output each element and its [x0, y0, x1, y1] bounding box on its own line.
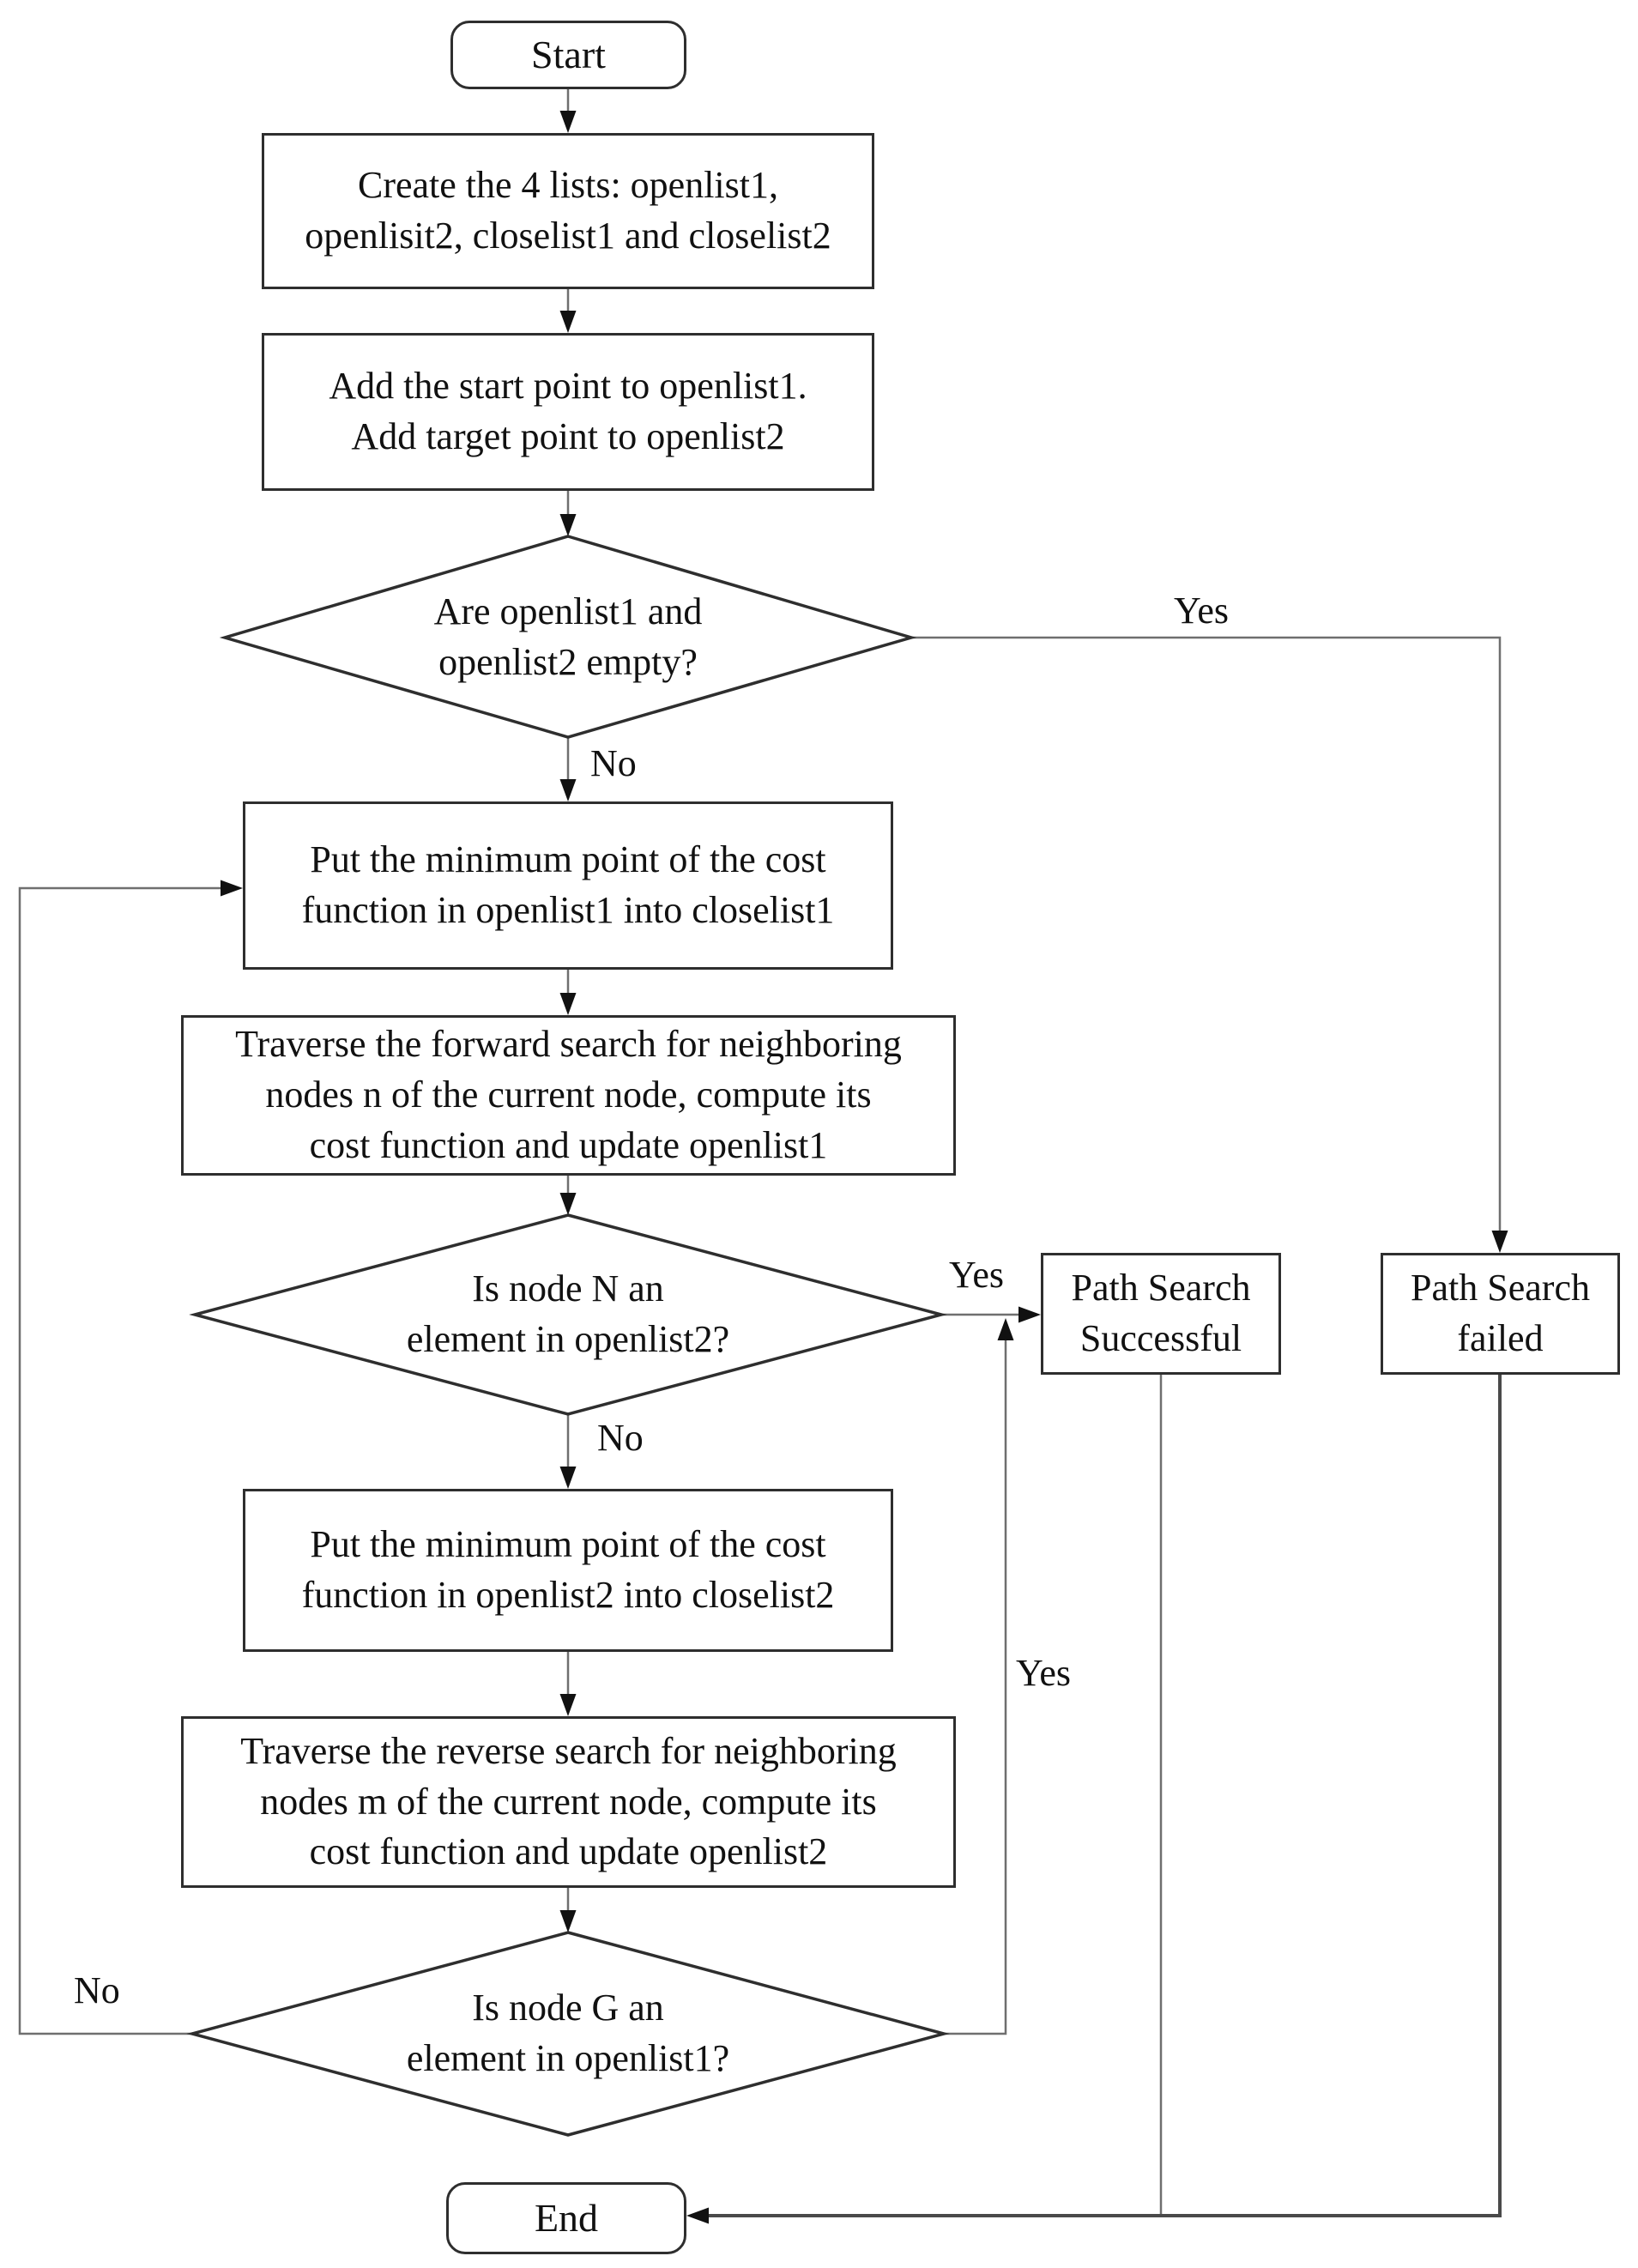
arrow-nodeg-yes-up	[997, 1318, 1014, 1340]
arrow-into-node-g	[559, 1910, 577, 1932]
node-add-points: Add the start point to openlist1. Add ta…	[262, 333, 874, 491]
node-create-lists-label: Create the 4 lists: openlist1, openlisit…	[305, 164, 831, 257]
edge-label-node-n-no: No	[597, 1417, 644, 1459]
node-start-label: Start	[531, 33, 606, 77]
node-traverse-forward-label: Traverse the forward search for neighbor…	[235, 1023, 902, 1166]
decision-node-n-label: Is node N an element in openlist2?	[406, 1267, 730, 1360]
arrow-loop-into-put1	[221, 880, 243, 897]
edge-label-node-n-yes: Yes	[949, 1254, 1005, 1296]
arrow-into-end	[686, 2207, 709, 2224]
node-path-search-successful-label: Path Search Successful	[1071, 1267, 1251, 1359]
node-traverse-forward: Traverse the forward search for neighbor…	[181, 1015, 956, 1176]
arrow-into-node-n	[559, 1193, 577, 1215]
node-path-search-failed-label: Path Search failed	[1411, 1267, 1590, 1359]
arrow-into-empty-check	[559, 514, 577, 536]
edge-label-node-g-no: No	[74, 1969, 120, 2011]
node-end: End	[446, 2182, 686, 2254]
decision-node-g-label: Is node G an element in openlist1?	[406, 1987, 730, 2079]
node-put-min-closelist2: Put the minimum point of the cost functi…	[243, 1489, 893, 1652]
edge-label-node-g-yes: Yes	[1016, 1652, 1072, 1694]
node-create-lists: Create the 4 lists: openlist1, openlisit…	[262, 133, 874, 289]
edge-nodeg-no-loop	[18, 886, 222, 2035]
arrow-into-failed	[1491, 1231, 1508, 1253]
decision-lists-empty-label: Are openlist1 and openlist2 empty?	[433, 590, 703, 683]
node-add-points-label: Add the start point to openlist1. Add ta…	[329, 365, 807, 457]
node-path-search-successful: Path Search Successful	[1041, 1253, 1281, 1375]
node-traverse-reverse: Traverse the reverse search for neighbor…	[181, 1716, 956, 1888]
decision-lists-empty-shape	[219, 535, 917, 739]
arrow-into-put1	[559, 779, 577, 801]
edge-failed-down-to-end	[709, 1375, 1502, 2217]
node-put-min-closelist1-label: Put the minimum point of the cost functi…	[301, 838, 835, 931]
decision-node-n-shape	[189, 1213, 947, 1416]
arrow-into-put2	[559, 1467, 577, 1489]
node-path-search-failed: Path Search failed	[1381, 1253, 1620, 1375]
arrow-into-traverse1	[559, 993, 577, 1015]
edge-empty-yes-to-failed	[911, 636, 1502, 1232]
decision-node-g-shape	[186, 1931, 950, 2137]
node-traverse-reverse-label: Traverse the reverse search for neighbor…	[240, 1729, 897, 1873]
arrow-into-success	[1018, 1306, 1041, 1323]
node-start: Start	[450, 21, 686, 89]
edge-label-lists-empty-yes: Yes	[1174, 590, 1230, 632]
arrow-into-traverse2	[559, 1694, 577, 1716]
arrow-into-create	[559, 111, 577, 133]
edge-nodeg-yes-up	[944, 1340, 1007, 2035]
arrow-into-add	[559, 311, 577, 333]
node-put-min-closelist2-label: Put the minimum point of the cost functi…	[301, 1523, 835, 1616]
node-end-label: End	[534, 2196, 599, 2241]
edge-label-lists-empty-no: No	[590, 742, 637, 784]
node-put-min-closelist1: Put the minimum point of the cost functi…	[243, 801, 893, 970]
